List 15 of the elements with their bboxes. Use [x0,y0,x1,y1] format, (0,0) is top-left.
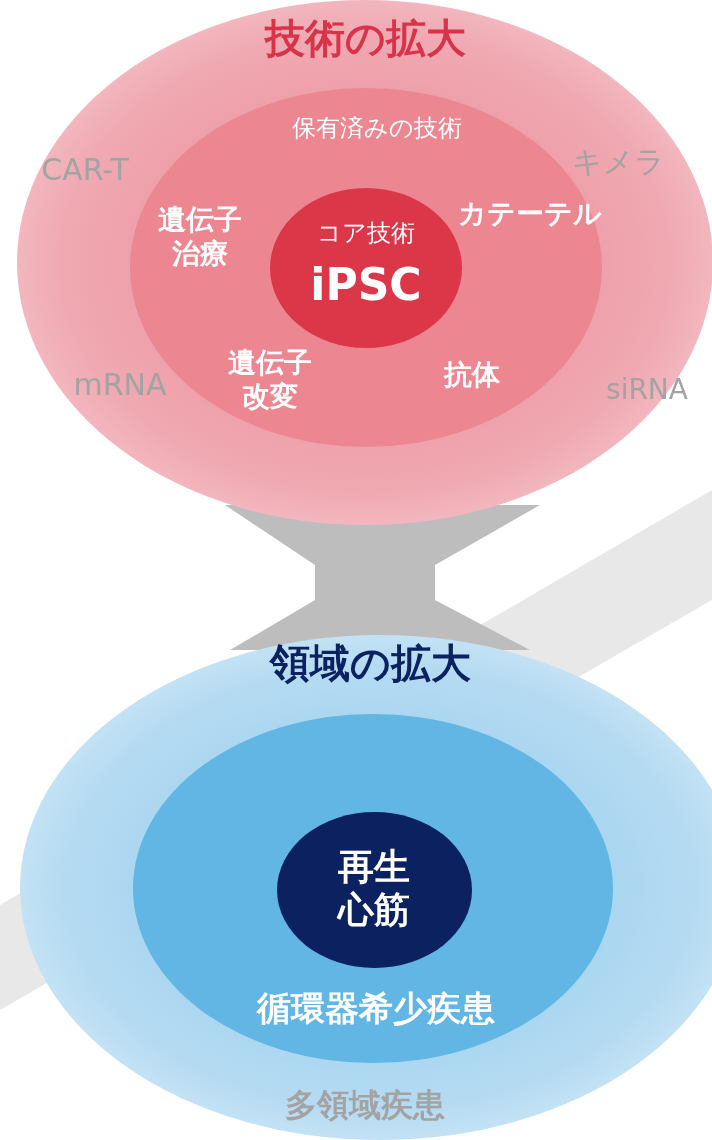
label-text: 多領域疾患 [285,1085,445,1125]
label-text: 再生心筋 [336,844,411,932]
label-text: キメラ [571,144,665,180]
heading: 領域の拡大 [269,639,471,687]
label-text: iPSC [310,258,422,312]
label-text: mRNA [73,367,167,403]
label-text: コア技術 [317,218,415,248]
label-text: 遺伝子改変 [227,346,313,414]
label-text: カテーテル [458,197,602,231]
label-text: 遺伝子治療 [157,203,243,271]
label-text: 循環器希少疾患 [257,987,495,1029]
heading: 技術の拡大 [264,14,466,62]
label-text: CAR-T [41,152,129,188]
label-text: 抗体 [444,358,500,392]
label-text: 保有済みの技術 [292,113,462,143]
